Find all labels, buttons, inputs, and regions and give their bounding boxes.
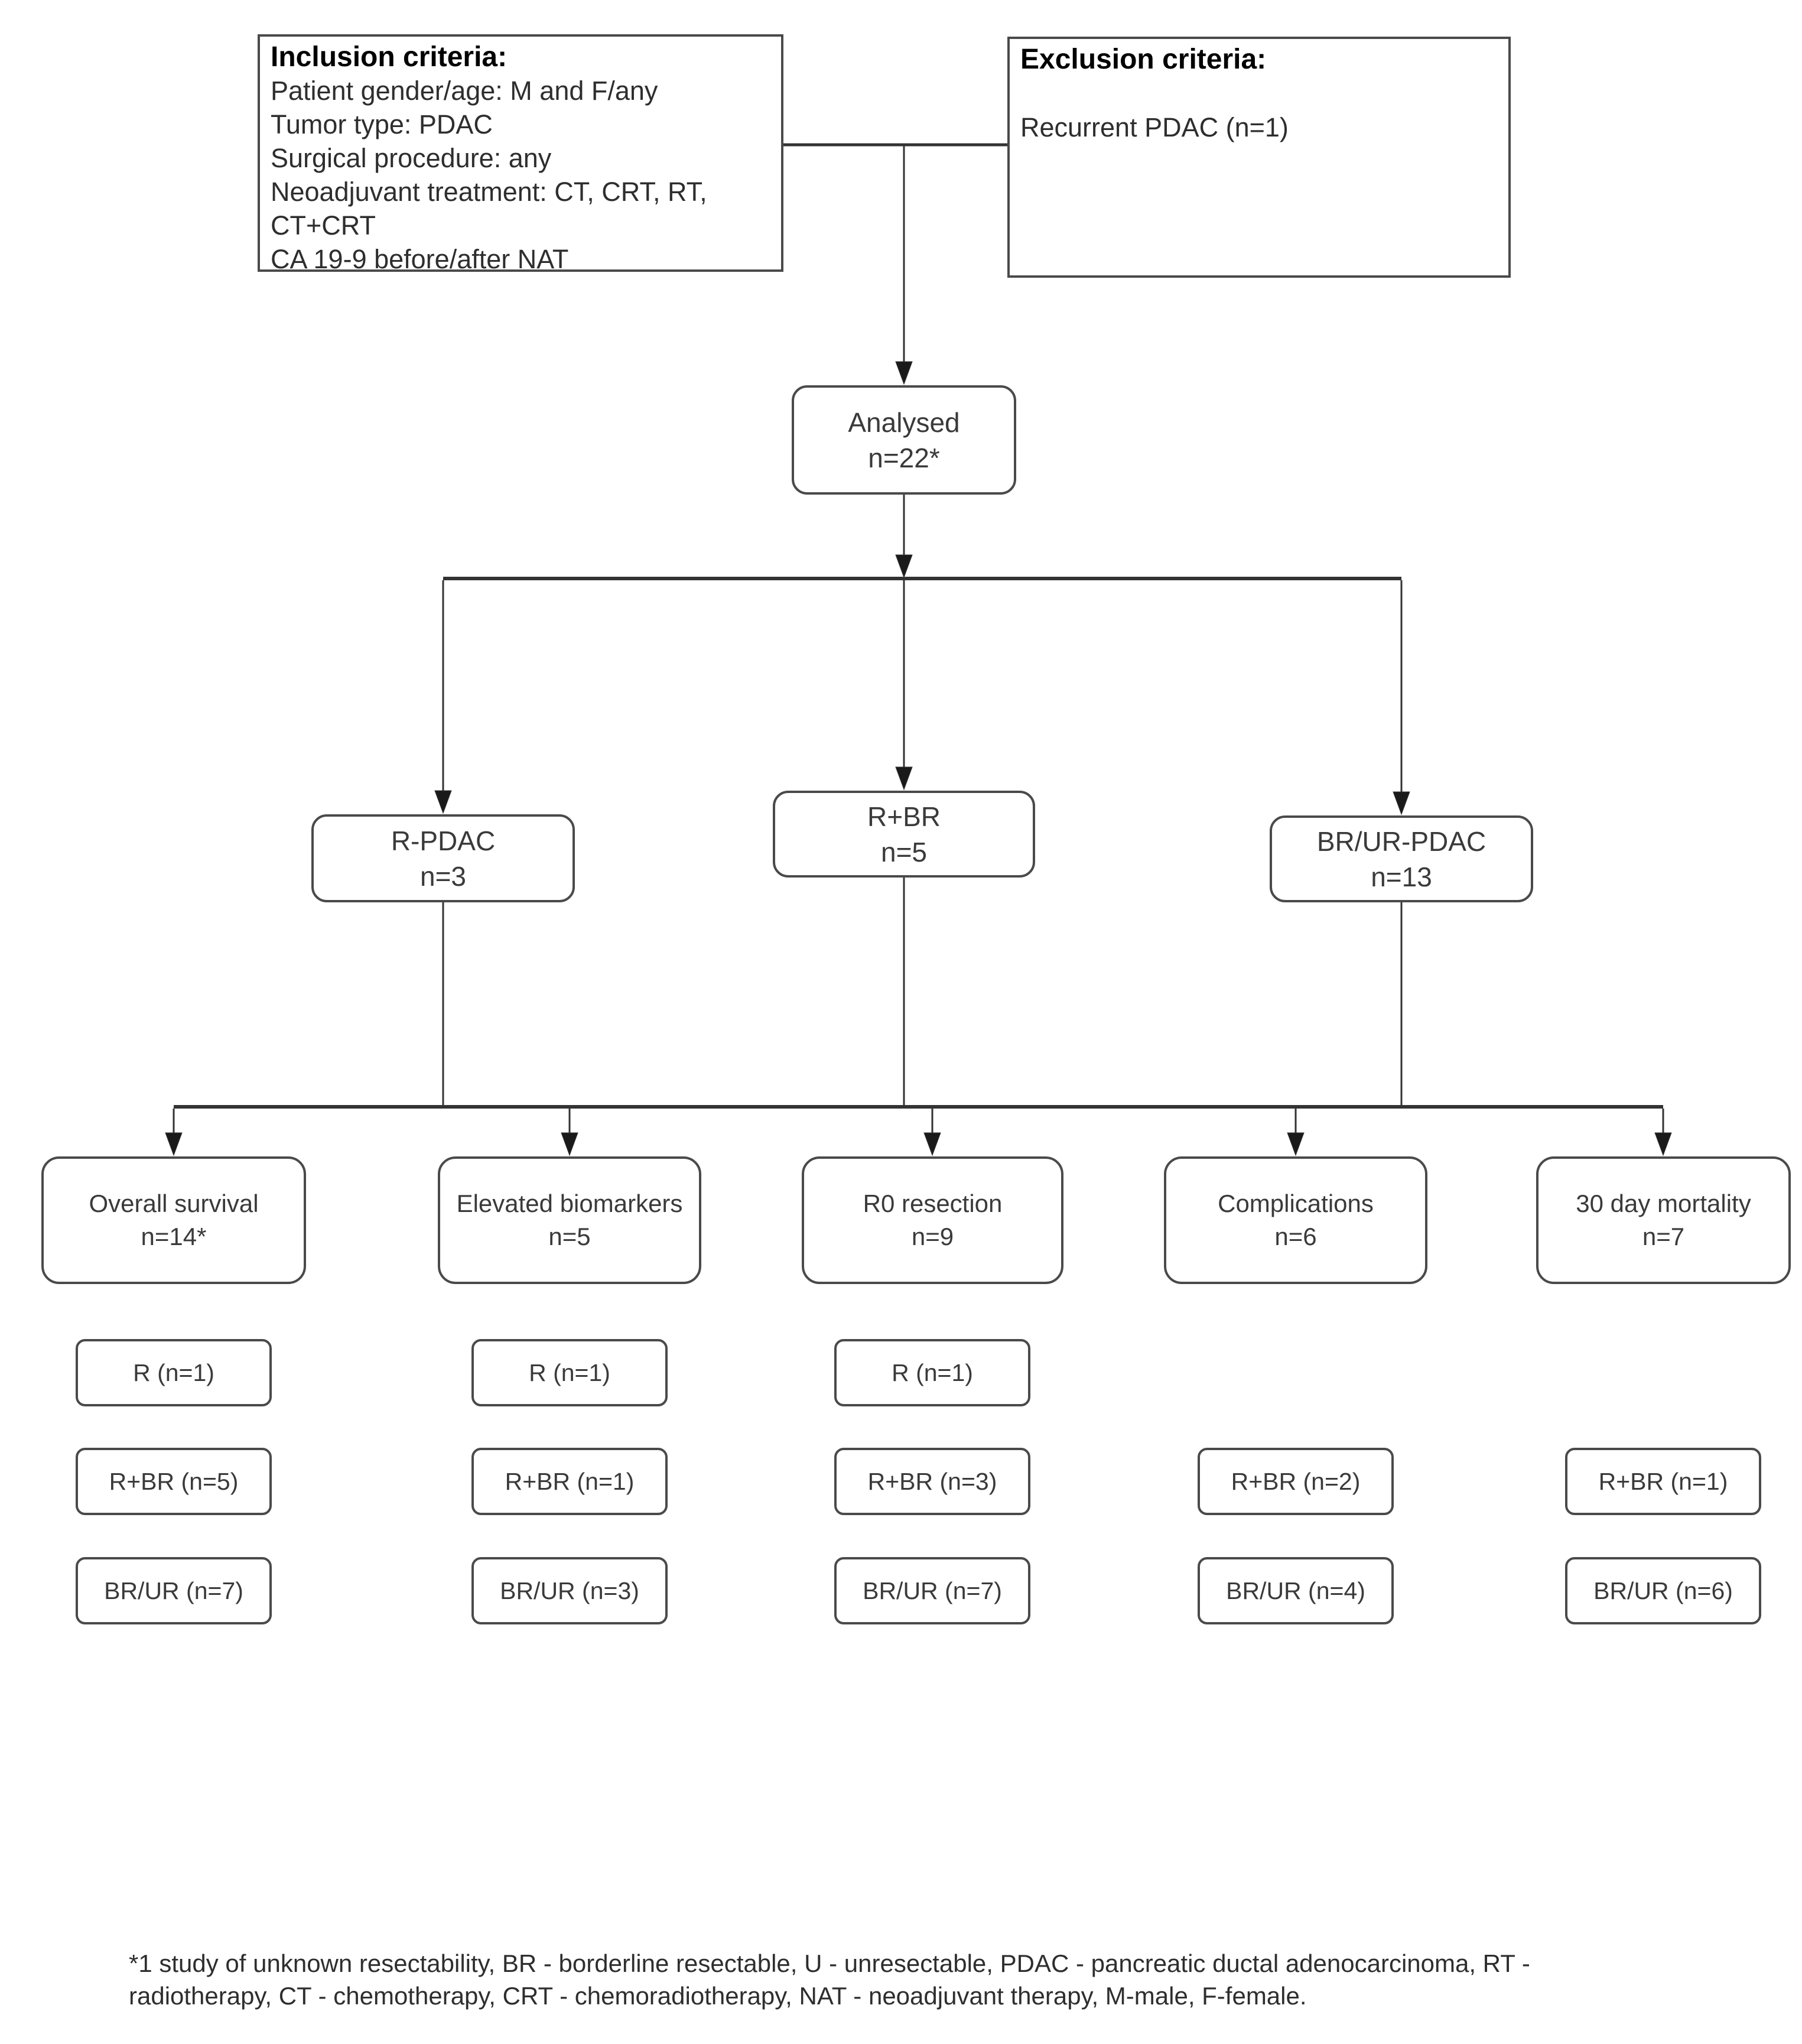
branch-level-2 (165, 878, 1672, 1156)
exclusion-criteria-line: Recurrent PDAC (n=1) (1020, 112, 1289, 142)
node-label: BR/UR-PDAC (1316, 826, 1487, 857)
node-analysed: Analysed n=22* (792, 385, 1016, 495)
breakdown-box: R (n=1) (834, 1339, 1030, 1406)
breakdown-box: R+BR (n=3) (834, 1448, 1030, 1515)
node-count: n=6 (1274, 1223, 1317, 1250)
arrowhead-icon (434, 790, 452, 814)
breakdown-label: BR/UR (n=7) (863, 1577, 1002, 1604)
node-outcome-elevated-biomarkers: Elevated biomarkers n=5 (438, 1156, 701, 1284)
node-label: Elevated biomarkers (456, 1190, 683, 1217)
node-count: n=22* (868, 442, 940, 473)
node-outcome-30-day-mortality: 30 day mortality n=7 (1536, 1156, 1791, 1284)
node-label: Complications (1218, 1190, 1374, 1217)
breakdown-box: BR/UR (n=6) (1565, 1557, 1761, 1624)
arrowhead-icon (165, 1132, 183, 1156)
exclusion-criteria-box: Exclusion criteria: Recurrent PDAC (n=1) (1007, 37, 1511, 278)
node-outcome-complications: Complications n=6 (1164, 1156, 1427, 1284)
inclusion-criteria-line: CT+CRT (271, 210, 376, 241)
breakdown-box: R (n=1) (471, 1339, 668, 1406)
node-count: n=5 (548, 1223, 591, 1250)
arrowhead-icon (561, 1132, 578, 1156)
node-count: n=9 (911, 1223, 954, 1250)
arrowhead-icon (895, 554, 913, 579)
branch-level-1 (434, 495, 1410, 815)
breakdown-box: BR/UR (n=4) (1198, 1557, 1394, 1624)
breakdown-label: R+BR (n=5) (109, 1468, 239, 1495)
breakdown-label: BR/UR (n=6) (1593, 1577, 1733, 1604)
breakdown-box: BR/UR (n=7) (834, 1557, 1030, 1624)
node-outcome-overall-survival: Overall survival n=14* (41, 1156, 306, 1284)
breakdown-label: BR/UR (n=3) (500, 1577, 639, 1604)
breakdown-box: BR/UR (n=7) (76, 1557, 272, 1624)
footnote-line: *1 study of unknown resectability, BR - … (129, 1949, 1530, 1977)
breakdown-box: R (n=1) (76, 1339, 272, 1406)
node-group-br-ur-pdac: BR/UR-PDAC n=13 (1270, 815, 1533, 902)
inclusion-criteria-line: Tumor type: PDAC (271, 109, 493, 139)
node-label: R-PDAC (391, 825, 496, 856)
exclusion-criteria-title: Exclusion criteria: (1020, 44, 1267, 75)
arrowhead-icon (895, 361, 913, 385)
breakdown-label: BR/UR (n=7) (104, 1577, 243, 1604)
abbreviations-footnote: *1 study of unknown resectability, BR - … (129, 1947, 1700, 2012)
node-label: 30 day mortality (1576, 1190, 1751, 1217)
inclusion-criteria-line: Neoadjuvant treatment: CT, CRT, RT, (271, 177, 707, 207)
inclusion-criteria-box: Inclusion criteria: Patient gender/age: … (258, 34, 783, 274)
inclusion-criteria-line: CA 19-9 before/after NAT (271, 244, 569, 274)
breakdown-label: R+BR (n=1) (505, 1468, 635, 1495)
breakdown-label: R (n=1) (892, 1359, 973, 1386)
node-count: n=3 (419, 860, 467, 892)
arrowhead-icon (895, 766, 913, 791)
arrowhead-icon (1654, 1132, 1672, 1156)
node-label: R+BR (867, 801, 941, 832)
arrowhead-icon (1393, 791, 1410, 815)
arrowhead-icon (1287, 1132, 1305, 1156)
criteria-connector (783, 143, 1007, 385)
arrowhead-icon (923, 1132, 941, 1156)
breakdown-label: R (n=1) (529, 1359, 610, 1386)
breakdown-box: BR/UR (n=3) (471, 1557, 668, 1624)
breakdown-label: R+BR (n=2) (1231, 1468, 1361, 1495)
breakdown-box: R+BR (n=5) (76, 1448, 272, 1515)
node-count: n=5 (880, 836, 928, 867)
breakdown-box: R+BR (n=1) (471, 1448, 668, 1515)
breakdown-label: BR/UR (n=4) (1226, 1577, 1365, 1604)
breakdown-label: R (n=1) (133, 1359, 214, 1386)
breakdown-box: R+BR (n=2) (1198, 1448, 1394, 1515)
breakdown-label: R+BR (n=1) (1598, 1468, 1728, 1495)
node-count: n=14* (141, 1223, 207, 1250)
node-label: R0 resection (863, 1190, 1003, 1217)
breakdown-label: R+BR (n=3) (867, 1468, 997, 1495)
node-group-r-br: R+BR n=5 (773, 791, 1035, 878)
node-count: n=7 (1642, 1223, 1685, 1250)
inclusion-criteria-line: Patient gender/age: M and F/any (271, 76, 658, 106)
footnote-line: radiotherapy, CT - chemotherapy, CRT - c… (129, 1982, 1307, 2010)
node-count: n=13 (1371, 861, 1432, 892)
inclusion-criteria-line: Surgical procedure: any (271, 143, 552, 173)
node-label: Analysed (848, 407, 960, 438)
node-label: Overall survival (89, 1190, 259, 1217)
node-group-r-pdac: R-PDAC n=3 (311, 814, 575, 902)
breakdown-box: R+BR (n=1) (1565, 1448, 1761, 1515)
inclusion-criteria-title: Inclusion criteria: (271, 41, 508, 73)
node-outcome-r0-resection: R0 resection n=9 (802, 1156, 1063, 1284)
